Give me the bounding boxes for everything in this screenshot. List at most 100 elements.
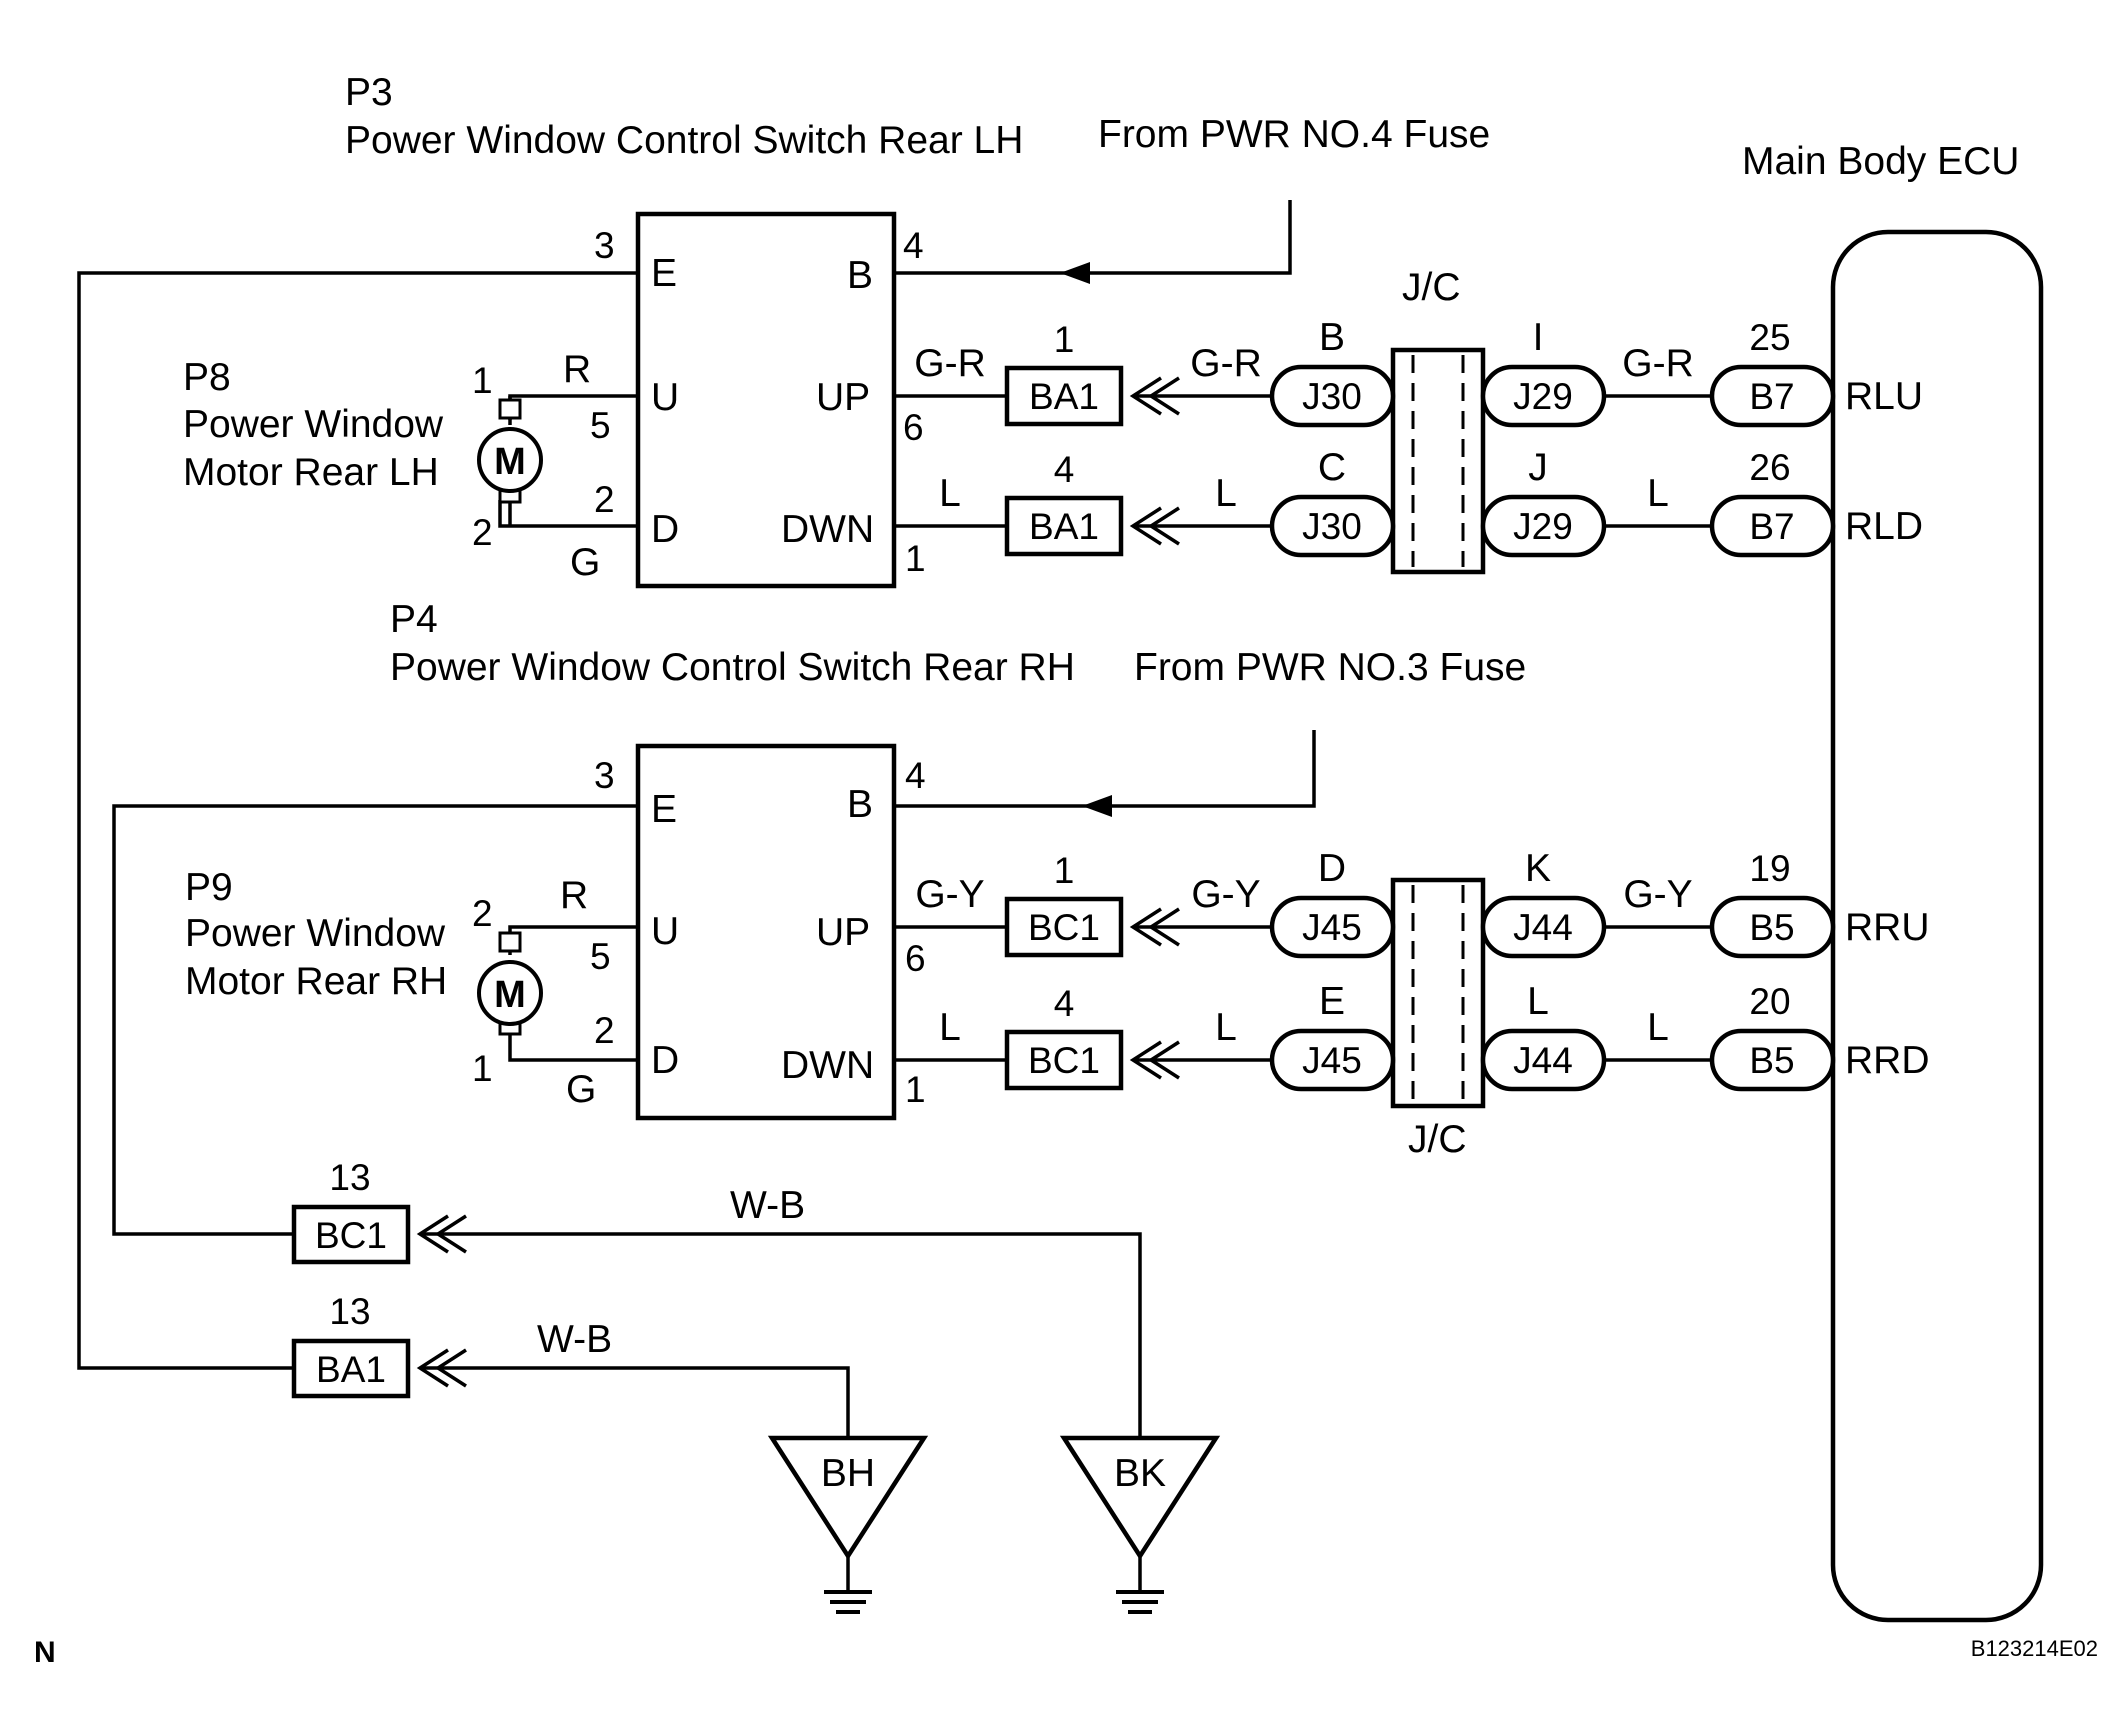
motor-lh-wire-d (498, 500, 638, 528)
row-2-jc-in-label: J45 (1302, 907, 1362, 948)
ground-bk-label: BK (1114, 1452, 1166, 1495)
row-2-wire-sw-label: G-Y (915, 873, 984, 916)
row-3-conn-pin: 4 (1054, 983, 1075, 1024)
fuse-rh-wire (894, 730, 1316, 808)
ground-bh-label: BH (821, 1452, 875, 1495)
row-1-wire-3-label: L (1647, 472, 1669, 515)
row-3-ecu-conn-label: B5 (1749, 1040, 1794, 1081)
motor-lh-m-letter: M (494, 441, 526, 483)
footer-code: B123214E02 (1971, 1636, 2098, 1661)
row-2-ecu-conn (1709, 895, 1836, 959)
footer-left: N (34, 1636, 56, 1669)
ecu-label: Main Body ECU (1742, 140, 2019, 183)
switch-lh-code: P3 (345, 71, 393, 114)
motor-lh-pin-bottom: 2 (472, 512, 493, 553)
switch-lh-term-e: E (651, 252, 677, 295)
row-0-jc-in (1269, 364, 1396, 428)
ground-conn-ba1-pin: 13 (329, 1291, 370, 1332)
row-3-jc-out-pin: L (1527, 980, 1549, 1023)
ground-conn-bc1 (291, 1204, 411, 1265)
ground-conn-ba1 (291, 1338, 411, 1399)
row-3-jc-out-label: J44 (1513, 1040, 1573, 1081)
row-0-jc-out-label: J29 (1513, 376, 1573, 417)
jc-bottom (1390, 877, 1486, 1109)
row-2-ecu-conn-label: B5 (1749, 907, 1794, 948)
switch-lh-term-u: U (651, 376, 679, 419)
fuse-lh-label: From PWR NO.4 Fuse (1098, 113, 1490, 156)
fuse-lh-arrow (1060, 262, 1090, 284)
switch-rh-term-up: UP (816, 911, 870, 954)
motor-lh-wire-u (508, 394, 638, 425)
row-1-ecu-conn-label: B7 (1749, 506, 1794, 547)
row-1-jc-in-pin: C (1318, 446, 1346, 489)
switch-rh-code: P4 (390, 598, 438, 641)
row-3-wire-3-label: L (1647, 1006, 1669, 1049)
row-0-ecu-term: RLU (1845, 375, 1923, 418)
ground-wire-bk (420, 1232, 1142, 1438)
ground-conn-ba1-label: BA1 (316, 1349, 386, 1390)
switch-lh-pin-e: 3 (594, 225, 615, 266)
motor-lh-symbol: M (477, 398, 543, 504)
row-3-conn-label: BC1 (1028, 1040, 1100, 1081)
switch-lh-name: Power Window Control Switch Rear LH (345, 119, 1023, 162)
row-1-ecu-conn (1709, 494, 1836, 558)
row-2-conn-box (1004, 896, 1124, 958)
motor-lh-code: P8 (183, 356, 231, 399)
row-3-wire-2-label: L (1215, 1006, 1237, 1049)
row-0-ecu-conn-label: B7 (1749, 376, 1794, 417)
motor-rh-wire-u (508, 925, 638, 955)
switch-lh-pin-d: 2 (594, 479, 615, 520)
row-1-ecu-pin: 26 (1749, 447, 1790, 488)
row-2-jc-out-label: J44 (1513, 907, 1573, 948)
motor-lh-pin-top: 1 (472, 360, 493, 401)
motor-rh-name-2: Motor Rear RH (185, 960, 447, 1003)
row-1-jc-in-label: J30 (1302, 506, 1362, 547)
row-1-wire-sw-label: L (939, 472, 961, 515)
ground-wire-bh-label: W-B (537, 1318, 612, 1361)
switch-rh-term-dwn: DWN (781, 1044, 874, 1087)
switch-lh-box (635, 211, 897, 589)
row-1-jc-in (1269, 494, 1396, 558)
motor-rh-name-1: Power Window (185, 912, 446, 955)
row-2-conn-pin: 1 (1054, 850, 1075, 891)
row-0-wire-2-label: G-R (1190, 342, 1262, 385)
row-0-wire-3-label: G-R (1622, 342, 1694, 385)
row-1-jc-out-pin: J (1528, 446, 1548, 489)
row-1-conn-label: BA1 (1029, 506, 1099, 547)
row-3-jc-in-pin: E (1319, 980, 1345, 1023)
row-0-conn-label: BA1 (1029, 376, 1099, 417)
row-3-ecu-conn (1709, 1028, 1836, 1092)
switch-lh-term-b: B (847, 254, 873, 297)
switch-rh-pin-d: 2 (594, 1010, 615, 1051)
ground-conn-bc1-pin: 13 (329, 1157, 370, 1198)
motor-rh-m-letter: M (494, 974, 526, 1016)
row-0-jc-out-pin: I (1533, 316, 1544, 359)
row-2-conn-label: BC1 (1028, 907, 1100, 948)
switch-rh-pin-b: 4 (905, 755, 926, 796)
fuse-lh-wire (894, 200, 1292, 275)
row-3-ecu-pin: 20 (1749, 981, 1790, 1022)
motor-lh-name-1: Power Window (183, 403, 444, 446)
switch-rh-pin-dwn: 1 (905, 1069, 926, 1110)
row-2-wire-2-label: G-Y (1191, 873, 1260, 916)
row-1-jc-out-label: J29 (1513, 506, 1573, 547)
motor-lh-wire-top: R (563, 348, 591, 391)
switch-rh-pin-u: 5 (590, 936, 611, 977)
switch-lh-pin-u: 5 (590, 405, 611, 446)
switch-lh-term-dwn: DWN (781, 508, 874, 551)
ground-wire-bk-label: W-B (730, 1184, 805, 1227)
switch-rh-term-e: E (651, 788, 677, 831)
row-1-wire-2-label: L (1215, 472, 1237, 515)
fuse-rh-label: From PWR NO.3 Fuse (1134, 646, 1526, 689)
row-3-jc-in (1269, 1028, 1396, 1092)
row-2-ecu-term: RRU (1845, 906, 1930, 949)
row-3-conn-box (1004, 1029, 1124, 1091)
switch-lh-pin-up: 6 (903, 407, 924, 448)
row-2-ecu-pin: 19 (1749, 848, 1790, 889)
signal-rows: G-RBA11G-RJ30BJ29IG-RB725RLULBA14LJ30CJ2… (894, 316, 1930, 1092)
switch-lh-term-up: UP (816, 376, 870, 419)
switch-lh-pin-b: 4 (903, 225, 924, 266)
motor-rh-wire-top: R (560, 874, 588, 917)
row-0-ecu-pin: 25 (1749, 317, 1790, 358)
ground-wire-lh (77, 271, 638, 1370)
